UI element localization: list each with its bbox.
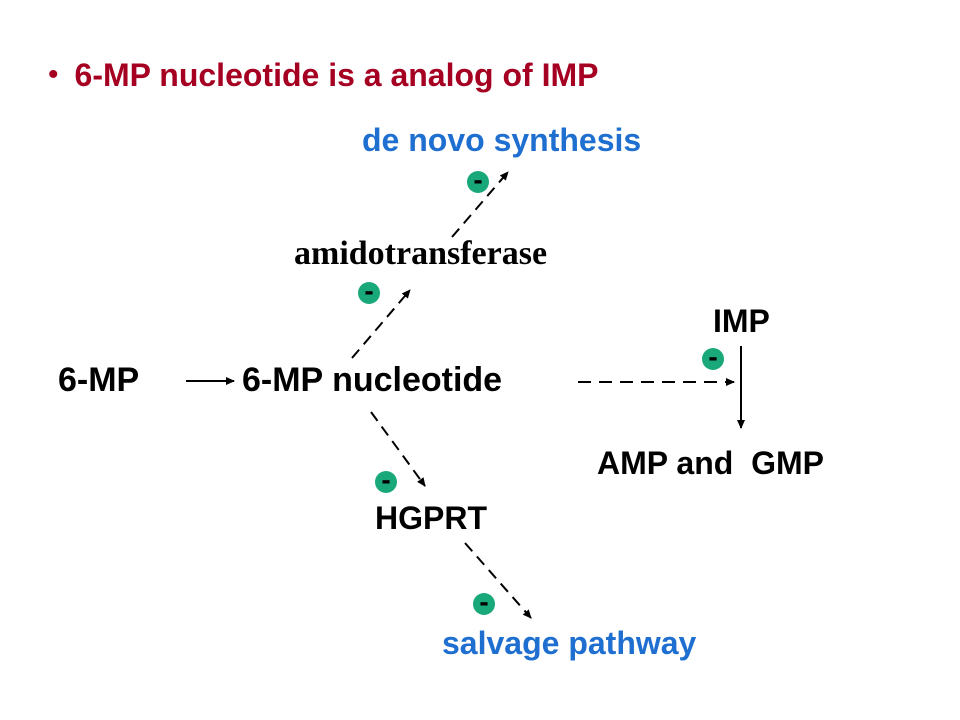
bullet-icon: • [48,58,59,91]
inhibitor-marker-amidotransferase: - [358,275,380,306]
inhibitor-symbol: - [708,341,717,372]
arrow-nucleotide-to-amidotransferase [351,289,411,359]
inhibitor-marker-denovo: - [467,164,489,195]
node-amp-and-gmp: AMP and GMP [597,445,824,481]
arrow-amidotransferase-to-denovo [451,171,509,238]
node-amidotransferase: amidotransferase [294,235,548,272]
heading-row: • 6-MP nucleotide is a analog of IMP [48,55,598,95]
node-de-novo-synthesis: de novo synthesis [362,122,642,158]
node-6-mp: 6-MP [58,361,140,399]
node-imp: IMP [713,303,770,339]
inhibitor-marker-imp: - [702,341,724,372]
inhibitor-symbol: - [473,164,482,195]
inhibitor-marker-salvage: - [473,586,495,617]
inhibitor-symbol: - [364,275,373,306]
inhibitor-symbol: - [381,464,390,495]
node-hgprt: HGPRT [375,500,487,536]
inhibitor-marker-hgprt: - [375,464,397,495]
node-salvage-pathway: salvage pathway [442,625,697,661]
arrow-nucleotide-to-hgprt [370,411,426,487]
inhibitor-symbol: - [479,586,488,617]
node-6-mp-nucleotide: 6-MP nucleotide [242,361,503,399]
slide-heading: 6-MP nucleotide is a analog of IMP [74,57,599,93]
